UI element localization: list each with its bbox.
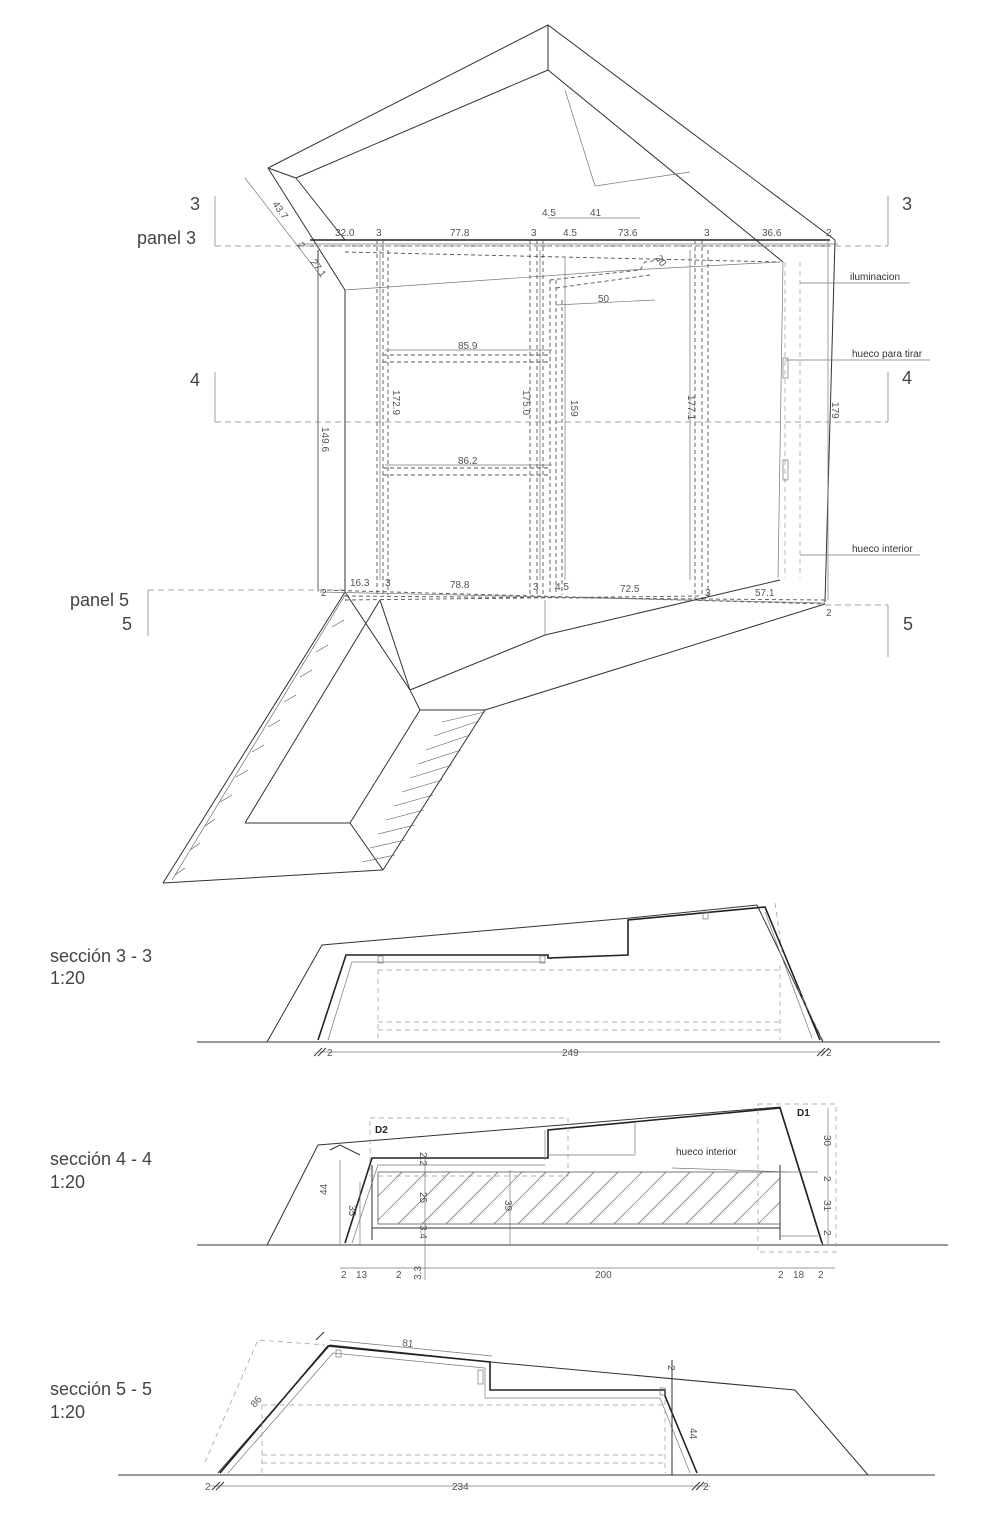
s44-dim-39: 39 (502, 1200, 513, 1212)
s44-dim-35: 35 (346, 1205, 357, 1217)
dim-2-b: 2 (826, 228, 832, 239)
dim-3-c: 3 (704, 228, 710, 239)
plan-labels: 3 3 panel 3 4 4 panel 5 5 5 iluminacion … (70, 194, 923, 634)
section-3-3-labels: sección 3 - 3 1:20 2 249 2 (50, 946, 832, 1059)
cut-label-3-left: 3 (190, 194, 200, 214)
dim-4-5-c: 4.5 (555, 582, 569, 593)
s44-dim-2-b: 2 (821, 1230, 832, 1236)
dim-149-6: 149.6 (319, 427, 330, 452)
dim-20: 20 (653, 253, 669, 269)
cut-label-3-right: 3 (902, 194, 912, 214)
s44-dim-2-2: 2.2 (417, 1152, 428, 1166)
section-4-4-scale: 1:20 (50, 1172, 85, 1192)
note-iluminacion: iluminacion (850, 272, 900, 283)
panel-5-label: panel 5 (70, 590, 129, 610)
section-4-4 (197, 1103, 948, 1280)
s44-note-hueco-interior: hueco interior (676, 1147, 737, 1158)
s44-label-d2: D2 (375, 1125, 388, 1136)
dim-177-1: 177.1 (685, 395, 696, 420)
s33-dim-2-a: 2 (327, 1048, 333, 1059)
note-hueco-interior: hueco interior (852, 544, 913, 555)
s55-dim-44: 44 (687, 1428, 698, 1440)
dim-179: 179 (829, 402, 840, 419)
section-4-4-labels: sección 4 - 4 1:20 D2 D1 hueco interior … (50, 1108, 832, 1281)
dim-3-a: 3 (376, 228, 382, 239)
dim-159: 159 (568, 400, 579, 417)
s44-dim-25: 25 (417, 1192, 428, 1204)
s44-label-d1: D1 (797, 1108, 810, 1119)
section-5-5-labels: sección 5 - 5 1:20 81 86 2 44 2 234 2 (50, 1338, 709, 1493)
dim-175-0: 175.0 (520, 390, 531, 415)
dim-86-2: 86.2 (458, 456, 478, 467)
dim-3-f: 3 (705, 588, 711, 599)
s55-dim-234: 234 (452, 1482, 469, 1493)
dim-32-0: 32.0 (335, 228, 355, 239)
s44-dim-3-4: 3.4 (417, 1225, 428, 1239)
dim-41: 41 (590, 208, 602, 219)
s44-dim-2-d: 2 (396, 1270, 402, 1281)
dim-43-7: 43.7 (270, 199, 290, 222)
dim-4-5-b: 4.5 (563, 228, 577, 239)
s55-dim-2-a: 2 (665, 1365, 676, 1371)
s44-dim-44: 44 (319, 1183, 330, 1195)
s44-dim-13: 13 (356, 1270, 368, 1281)
s44-dim-2-c: 2 (341, 1270, 347, 1281)
plan-view (147, 24, 930, 884)
s33-dim-2-b: 2 (826, 1048, 832, 1059)
dim-16-3: 16.3 (350, 578, 370, 589)
dim-36-6: 36.6 (762, 228, 782, 239)
s55-dim-86: 86 (249, 1394, 265, 1410)
dim-2-c: 2 (321, 588, 327, 599)
s55-dim-2-b: 2 (205, 1482, 211, 1493)
cut-label-4-right: 4 (902, 368, 912, 388)
dim-3-e: 3 (533, 582, 539, 593)
s44-dim-2-f: 2 (818, 1270, 824, 1281)
dim-57-1: 57.1 (755, 588, 775, 599)
cut-label-4-left: 4 (190, 370, 200, 390)
s44-dim-2-a: 2 (821, 1176, 832, 1182)
section-3-3-scale: 1:20 (50, 968, 85, 988)
s44-dim-31: 31 (821, 1200, 832, 1212)
s44-dim-3-3: 3.3 (413, 1266, 424, 1280)
note-hueco-para-tirar: hueco para tirar (852, 349, 923, 360)
dim-3-d: 3 (385, 578, 391, 589)
s55-dim-2-c: 2 (703, 1482, 709, 1493)
s33-dim-249: 249 (562, 1048, 579, 1059)
section-5-5 (118, 1331, 935, 1491)
dim-78-8: 78.8 (450, 580, 470, 591)
dim-172-9: 172.9 (390, 390, 401, 415)
dim-4-5-a: 4.5 (542, 208, 556, 219)
s44-dim-200: 200 (595, 1270, 612, 1281)
cut-label-5-left: 5 (122, 614, 132, 634)
dim-2-a: 2 (295, 240, 307, 251)
dim-27-1: 27.1 (308, 257, 328, 280)
s44-dim-18: 18 (793, 1270, 805, 1281)
dim-77-8: 77.8 (450, 228, 470, 239)
dim-3-b: 3 (531, 228, 537, 239)
s44-dim-2-e: 2 (778, 1270, 784, 1281)
section-4-4-title: sección 4 - 4 (50, 1149, 152, 1169)
dim-50: 50 (598, 294, 610, 305)
dim-72-5: 72.5 (620, 584, 640, 595)
section-3-3-title: sección 3 - 3 (50, 946, 152, 966)
dim-85-9: 85.9 (458, 341, 478, 352)
dim-73-6: 73.6 (618, 228, 638, 239)
panel-3-label: panel 3 (137, 228, 196, 248)
dim-2-d: 2 (826, 608, 832, 619)
cut-label-5-right: 5 (903, 614, 913, 634)
section-5-5-scale: 1:20 (50, 1402, 85, 1422)
s44-dim-30: 30 (821, 1135, 832, 1147)
section-3-3 (197, 902, 940, 1057)
s55-dim-81: 81 (402, 1338, 415, 1350)
section-5-5-title: sección 5 - 5 (50, 1379, 152, 1399)
